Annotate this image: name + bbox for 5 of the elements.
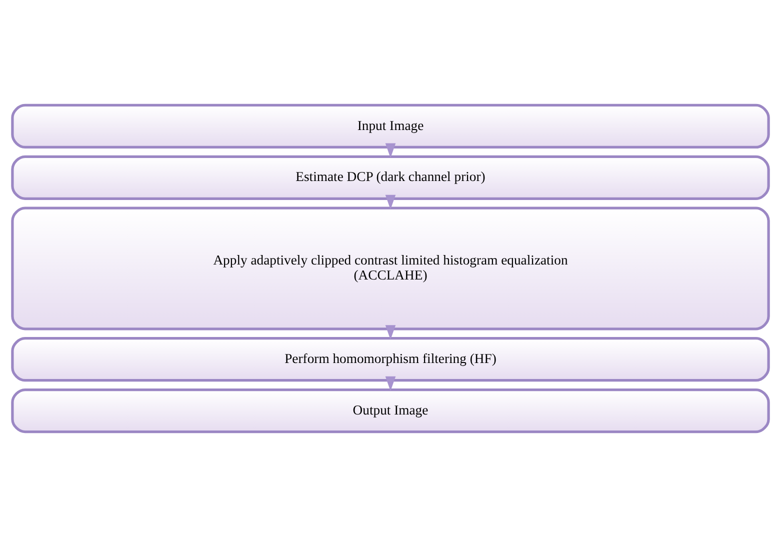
arrow <box>385 376 396 391</box>
arrow <box>385 324 396 340</box>
arrow <box>385 142 396 158</box>
node-box: Output Image <box>11 388 770 433</box>
arrow <box>385 194 396 210</box>
